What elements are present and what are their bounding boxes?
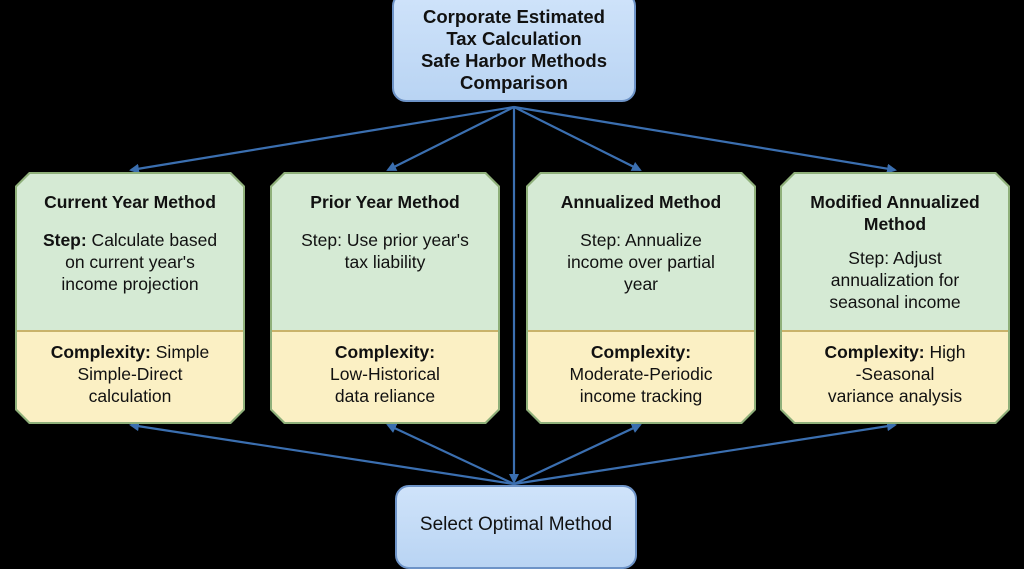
method-complexity: Complexity: Simple Simple-Direct calcula… [51, 341, 210, 407]
complexity-text: Low-Historical data reliance [330, 364, 440, 406]
method-title: Annualized Method [560, 192, 722, 212]
method-card-modified-annualized: Modified Annualized Method Step: Adjust … [780, 172, 1010, 424]
method-step-section: Prior Year Method Step: Use prior year's… [272, 174, 498, 332]
diagram-title: Corporate Estimated Tax Calculation Safe… [420, 6, 608, 93]
complexity-label: Complexity: [334, 342, 436, 362]
step-text: Adjust annualization for seasonal income [829, 248, 961, 312]
step-label: Step: [301, 230, 342, 250]
arrow-decision-to-prior-year [386, 423, 515, 485]
method-card-prior-year: Prior Year Method Step: Use prior year's… [270, 172, 500, 424]
method-card-annualized: Annualized Method Step: Annualize income… [526, 172, 756, 424]
step-label: Step: [580, 230, 622, 250]
arrow-decision-to-current-year [129, 421, 515, 486]
method-complexity-section: Complexity: High -Seasonal variance anal… [782, 332, 1008, 422]
complexity-text: High -Seasonal variance analysis [827, 342, 966, 406]
method-step: Step: Adjust annualization for seasonal … [829, 247, 960, 313]
step-text: Calculate based on current year's income… [61, 230, 218, 294]
method-complexity: Complexity: Moderate-Periodic income tra… [570, 341, 713, 407]
method-title: Prior Year Method [310, 192, 460, 212]
method-complexity: Complexity: High -Seasonal variance anal… [824, 341, 965, 407]
arrow-decision-to-modified [513, 421, 897, 486]
method-step: Step: Annualize income over partial year [567, 229, 715, 295]
method-title: Current Year Method [44, 192, 216, 212]
decision-node: Select Optimal Method [395, 485, 637, 569]
complexity-text: Moderate-Periodic income tracking [569, 364, 713, 406]
method-step: Step: Calculate based on current year's … [43, 229, 217, 295]
complexity-label: Complexity: [590, 342, 692, 362]
method-complexity-section: Complexity: Low-Historical data reliance [272, 332, 498, 422]
complexity-text: Simple Simple-Direct calculation [77, 342, 210, 406]
complexity-label: Complexity: [824, 342, 925, 362]
arrow-title-to-annualized [513, 106, 642, 171]
step-label: Step: [848, 248, 890, 268]
method-complexity-section: Complexity: Moderate-Periodic income tra… [528, 332, 754, 422]
method-step: Step: Use prior year's tax liability [301, 229, 469, 273]
method-step-section: Current Year Method Step: Calculate base… [17, 174, 243, 332]
arrow-decision-to-annualized [513, 423, 642, 485]
arrow-title-to-current-year [129, 105, 515, 174]
arrow-title-to-prior-year [386, 106, 515, 171]
method-card-current-year: Current Year Method Step: Calculate base… [15, 172, 245, 424]
step-text: Annualize income over partial year [567, 230, 715, 294]
title-node: Corporate Estimated Tax Calculation Safe… [392, 0, 636, 102]
method-step-section: Annualized Method Step: Annualize income… [528, 174, 754, 332]
method-complexity-section: Complexity: Simple Simple-Direct calcula… [17, 332, 243, 422]
method-complexity: Complexity: Low-Historical data reliance [330, 341, 440, 407]
method-title: Modified Annualized Method [810, 192, 980, 234]
step-label: Step: [42, 230, 87, 250]
decision-label: Select Optimal Method [419, 514, 613, 535]
method-step-section: Modified Annualized Method Step: Adjust … [782, 174, 1008, 332]
arrow-title-to-modified [513, 105, 897, 174]
connector-arrows [129, 105, 897, 486]
complexity-label: Complexity: [50, 342, 151, 362]
step-text: Use prior year's tax liability [344, 230, 469, 272]
